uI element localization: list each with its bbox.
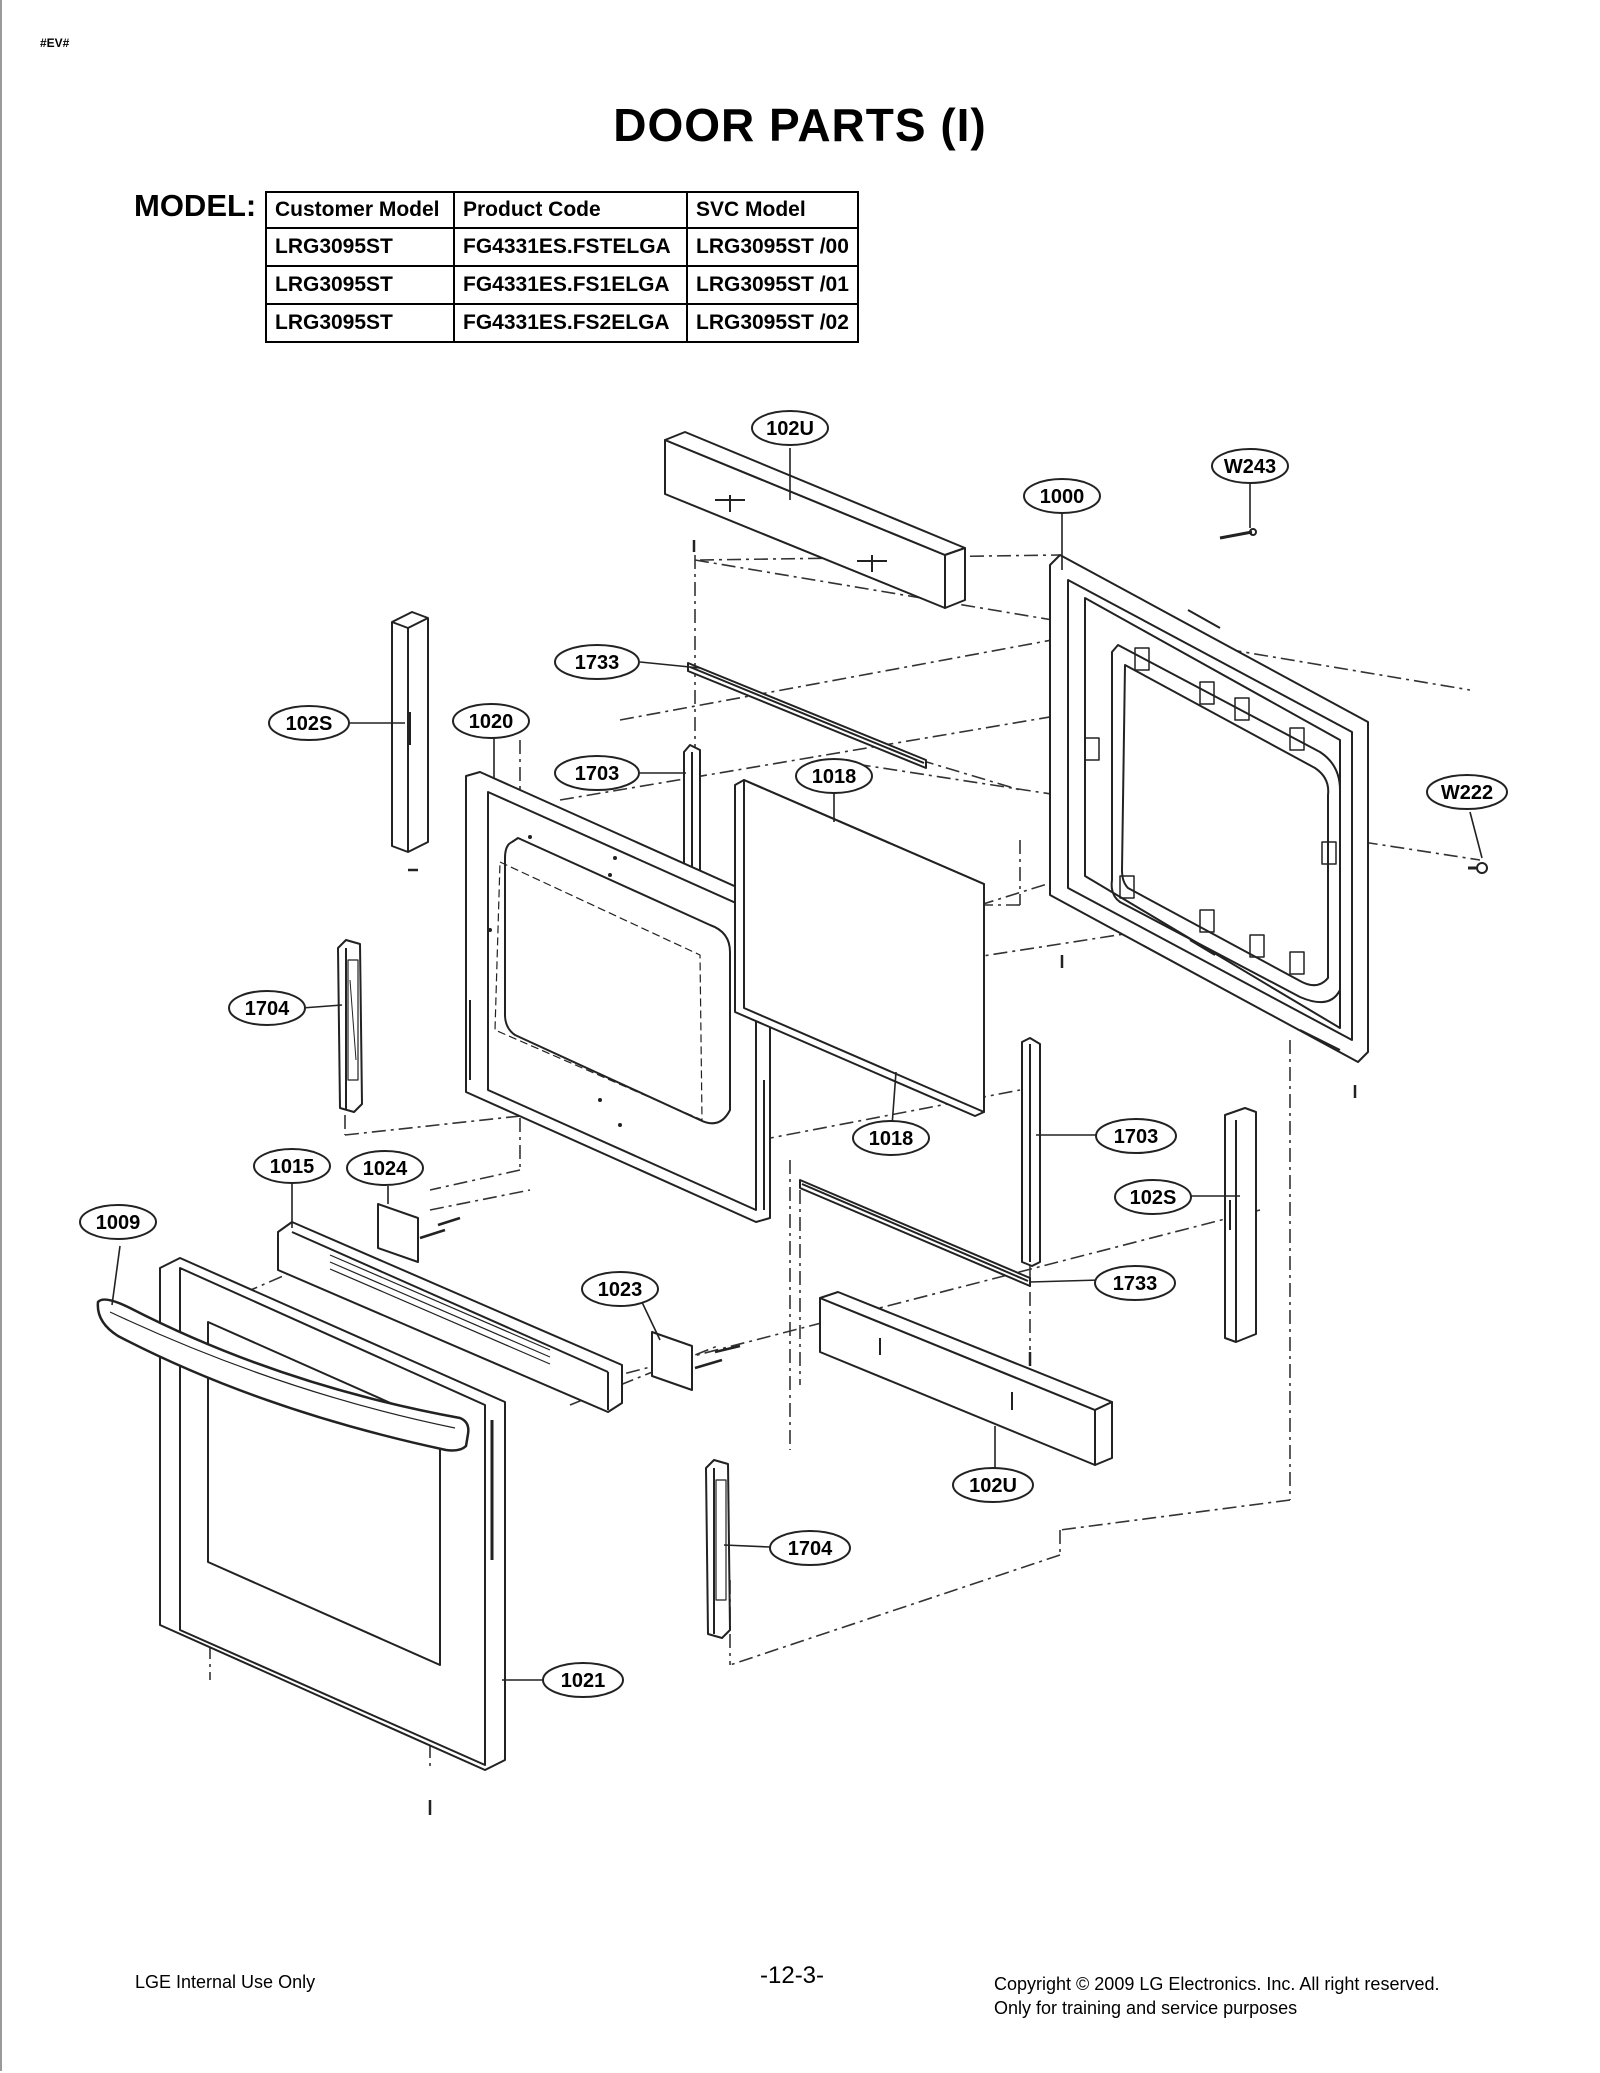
- right-trim-102s: [1224, 1107, 1257, 1343]
- svg-text:102S: 102S: [286, 713, 333, 735]
- table-row: LRG3095ST FG4331ES.FSTELGA LRG3095ST /00: [265, 227, 859, 267]
- callout: 1703: [554, 755, 640, 791]
- callout: 1018: [852, 1120, 930, 1156]
- callout: 1015: [253, 1148, 331, 1184]
- callout: 102S: [1114, 1179, 1192, 1215]
- footer-internal-use: LGE Internal Use Only: [135, 1972, 316, 1992]
- callout: 1024: [346, 1150, 424, 1186]
- screw-w243: [1219, 528, 1257, 540]
- glass-panel-1018: [734, 779, 985, 1117]
- screws: [408, 540, 1357, 1815]
- callout: 1703: [1095, 1118, 1177, 1154]
- model-table-header: Customer Model Product Code SVC Model: [265, 191, 859, 229]
- screw-w222: [1468, 862, 1488, 874]
- callout: 1009: [79, 1204, 157, 1240]
- callout: W243: [1211, 448, 1289, 484]
- document-tag: #EV#: [40, 36, 70, 50]
- column-header-svc-model: SVC Model: [686, 191, 859, 229]
- callout: 102S: [268, 705, 350, 741]
- top-cap-102u: [664, 431, 966, 609]
- table-cell: LRG3095ST: [265, 227, 455, 267]
- bracket-1023: [651, 1331, 741, 1391]
- rear-door-frame-1000: [1049, 554, 1369, 1063]
- column-header-customer-model: Customer Model: [265, 191, 455, 229]
- callout: 1704: [228, 990, 306, 1026]
- svg-text:1015: 1015: [270, 1156, 315, 1178]
- callout: 1023: [581, 1271, 659, 1307]
- svg-text:1000: 1000: [1040, 486, 1085, 508]
- callout: 102U: [952, 1467, 1034, 1503]
- training-notice-line: Only for training and service purposes: [994, 1998, 1298, 2018]
- callout: 1020: [452, 703, 530, 739]
- upper-strip-1733: [687, 662, 927, 769]
- svg-text:1021: 1021: [561, 1670, 606, 1692]
- column-header-product-code: Product Code: [453, 191, 688, 229]
- bottom-cap-102u: [819, 1291, 1113, 1466]
- callout: 1733: [1094, 1265, 1176, 1301]
- callout: 102U: [751, 410, 829, 446]
- table-cell: LRG3095ST: [265, 265, 455, 305]
- callout: 1000: [1023, 478, 1101, 514]
- model-table: Customer Model Product Code SVC Model LR…: [265, 191, 859, 343]
- inner-frame-1020: [465, 771, 771, 1223]
- svg-text:1009: 1009: [96, 1212, 141, 1234]
- svg-text:1733: 1733: [1113, 1273, 1158, 1295]
- callout: 1018: [795, 758, 873, 794]
- svg-text:1703: 1703: [575, 763, 620, 785]
- callout: W222: [1426, 774, 1508, 810]
- table-cell: LRG3095ST /01: [686, 265, 859, 305]
- table-cell: FG4331ES.FS1ELGA: [453, 265, 688, 305]
- page-title: DOOR PARTS (I): [613, 99, 987, 151]
- handle-1009: [96, 1298, 470, 1452]
- table-cell: FG4331ES.FS2ELGA: [453, 303, 688, 343]
- table-row: LRG3095ST FG4331ES.FS1ELGA LRG3095ST /01: [265, 265, 859, 305]
- bracket-1024: [377, 1203, 461, 1263]
- svg-text:1704: 1704: [788, 1538, 833, 1560]
- svg-text:1018: 1018: [869, 1128, 914, 1150]
- lower-strip-1733: [799, 1179, 1031, 1287]
- svg-text:1023: 1023: [598, 1279, 643, 1301]
- part-callouts: 102U W243 1000 1733 102S 1020 1703 1018 …: [79, 410, 1508, 1698]
- table-cell: LRG3095ST /00: [686, 227, 859, 267]
- table-row: LRG3095ST FG4331ES.FS2ELGA LRG3095ST /02: [265, 303, 859, 343]
- table-cell: FG4331ES.FSTELGA: [453, 227, 688, 267]
- svg-text:1020: 1020: [469, 711, 514, 733]
- callout: 1733: [554, 644, 640, 680]
- copyright-line: Copyright © 2009 LG Electronics. Inc. Al…: [994, 1974, 1440, 1994]
- left-trim-102s: [391, 611, 429, 853]
- right-rail-1703: [1021, 1037, 1041, 1267]
- footer-copyright: Copyright © 2009 LG Electronics. Inc. Al…: [994, 1972, 1439, 2020]
- vent-bar-1015: [277, 1221, 623, 1413]
- svg-text:102U: 102U: [766, 418, 814, 440]
- svg-text:102U: 102U: [969, 1475, 1017, 1497]
- table-cell: LRG3095ST: [265, 303, 455, 343]
- svg-text:1704: 1704: [245, 998, 290, 1020]
- svg-text:1024: 1024: [363, 1158, 408, 1180]
- svg-text:W243: W243: [1224, 456, 1276, 478]
- page-number: -12-3-: [760, 1962, 825, 1989]
- svg-text:102S: 102S: [1130, 1187, 1177, 1209]
- callout: 1021: [542, 1662, 624, 1698]
- hinge-right-1704: [705, 1459, 731, 1639]
- table-cell: LRG3095ST /02: [686, 303, 859, 343]
- model-label: MODEL:: [134, 188, 257, 223]
- svg-text:1733: 1733: [575, 652, 620, 674]
- svg-text:1018: 1018: [812, 766, 857, 788]
- hinge-left-1704: [337, 939, 363, 1113]
- svg-text:W222: W222: [1441, 782, 1493, 804]
- callout: 1704: [769, 1530, 851, 1566]
- svg-text:1703: 1703: [1114, 1126, 1159, 1148]
